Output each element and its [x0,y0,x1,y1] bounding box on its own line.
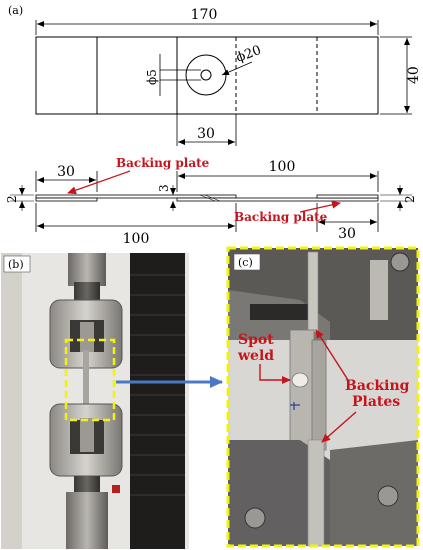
thickness-left-label: 2 [5,195,19,203]
backing-plate-bottom-label: Backing plate [234,210,328,224]
panel-label-c: (c) [238,256,253,269]
top-view: ϕ5 ϕ20 [35,36,379,115]
panel-label-a: (a) [8,4,23,17]
dimension-width: 40 [380,36,422,115]
circle-diameter-label: ϕ20 [234,43,263,66]
panel-label-c-box [233,253,261,271]
dimension-overlap: 30 [176,114,237,146]
panel-label-b-box [3,255,31,273]
side-view: 30 100 2 3 2 100 [5,156,417,247]
close-up-photo [226,246,420,548]
backing-plate-top-label: Backing plate [116,156,210,170]
spot-weld-label-line1: Spot [238,332,274,348]
backing-plates-label-line2: Plates [352,394,400,410]
tensile-test-photo [0,252,190,550]
hole-diameter-label: ϕ5 [145,69,159,85]
thickness-middle-label: 3 [157,184,171,192]
backing-bottom-length-label: 30 [338,226,356,242]
thickness-right-label: 2 [403,195,417,203]
plate-length-bottom-label: 100 [123,231,150,247]
spot-weld-label-line2: weld [237,348,274,364]
dimension-length: 170 [35,7,379,35]
width-label: 40 [406,66,422,84]
length-label: 170 [191,7,218,23]
backing-plates-label-line1: Backing [345,378,410,394]
plate-length-top-label: 100 [269,159,296,175]
backing-top-length-label: 30 [57,164,75,180]
overlap-label: 30 [197,126,215,142]
panel-label-b: (b) [8,258,24,271]
